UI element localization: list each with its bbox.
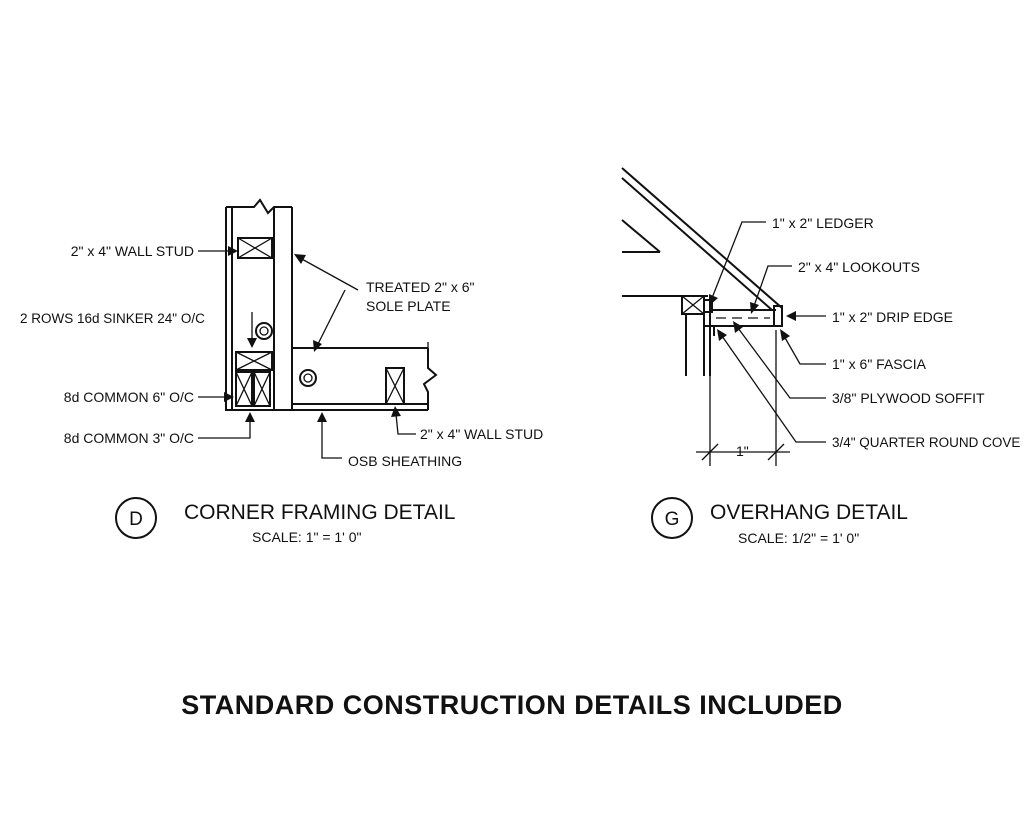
overhang-title: OVERHANG DETAIL xyxy=(710,501,908,524)
label-ledger: 1" x 2" LEDGER xyxy=(772,215,874,231)
overhang-framing xyxy=(621,167,783,376)
label-sinker: 2 ROWS 16d SINKER 24" O/C xyxy=(20,311,205,326)
label-wall-stud-bottom: 2" x 4" WALL STUD xyxy=(420,426,543,442)
corner-title: CORNER FRAMING DETAIL xyxy=(184,501,455,524)
detail-tag-circle-g xyxy=(651,497,693,539)
wall-stud-top xyxy=(237,237,273,259)
sinker-nail-circle xyxy=(255,322,273,340)
overhang-detail: 1" 1" x 2" LEDGER 2" x 4" LOOKOUTS 1" x … xyxy=(621,167,1020,546)
corner-wall-framing xyxy=(225,198,438,411)
corner-scale: SCALE: 1" = 1' 0" xyxy=(252,529,362,545)
corner-framing-detail: 2" x 4" WALL STUD 2 ROWS 16d SINKER 24" … xyxy=(20,198,543,545)
overhang-leaders xyxy=(709,221,826,443)
label-common-3: 8d COMMON 3" O/C xyxy=(64,430,194,446)
label-lookouts: 2" x 4" LOOKOUTS xyxy=(798,259,920,275)
detail-tag-d: D xyxy=(129,509,143,530)
corner-leaders xyxy=(198,246,416,459)
sole-plate-nail-circle xyxy=(299,369,317,387)
label-cove: 3/4" QUARTER ROUND COVE xyxy=(832,435,1020,450)
overhang-dimension: 1" xyxy=(696,330,790,466)
detail-tag-circle-d xyxy=(115,497,157,539)
label-wall-stud-top: 2" x 4" WALL STUD xyxy=(71,243,194,259)
dimension-label: 1" xyxy=(736,443,749,459)
wall-stud-bottom xyxy=(385,367,405,405)
label-treated-line2: SOLE PLATE xyxy=(366,298,451,314)
footer-heading: STANDARD CONSTRUCTION DETAILS INCLUDED xyxy=(181,690,843,720)
label-common-6: 8d COMMON 6" O/C xyxy=(64,389,194,405)
label-fascia: 1" x 6" FASCIA xyxy=(832,356,927,372)
label-drip-edge: 1" x 2" DRIP EDGE xyxy=(832,309,953,325)
detail-tag-g: G xyxy=(665,509,680,530)
label-osb: OSB SHEATHING xyxy=(348,453,462,469)
overhang-scale: SCALE: 1/2" = 1' 0" xyxy=(738,530,859,546)
label-treated-line1: TREATED 2" x 6" xyxy=(366,279,475,295)
corner-studs xyxy=(235,351,273,407)
label-soffit: 3/8" PLYWOOD SOFFIT xyxy=(832,390,985,406)
